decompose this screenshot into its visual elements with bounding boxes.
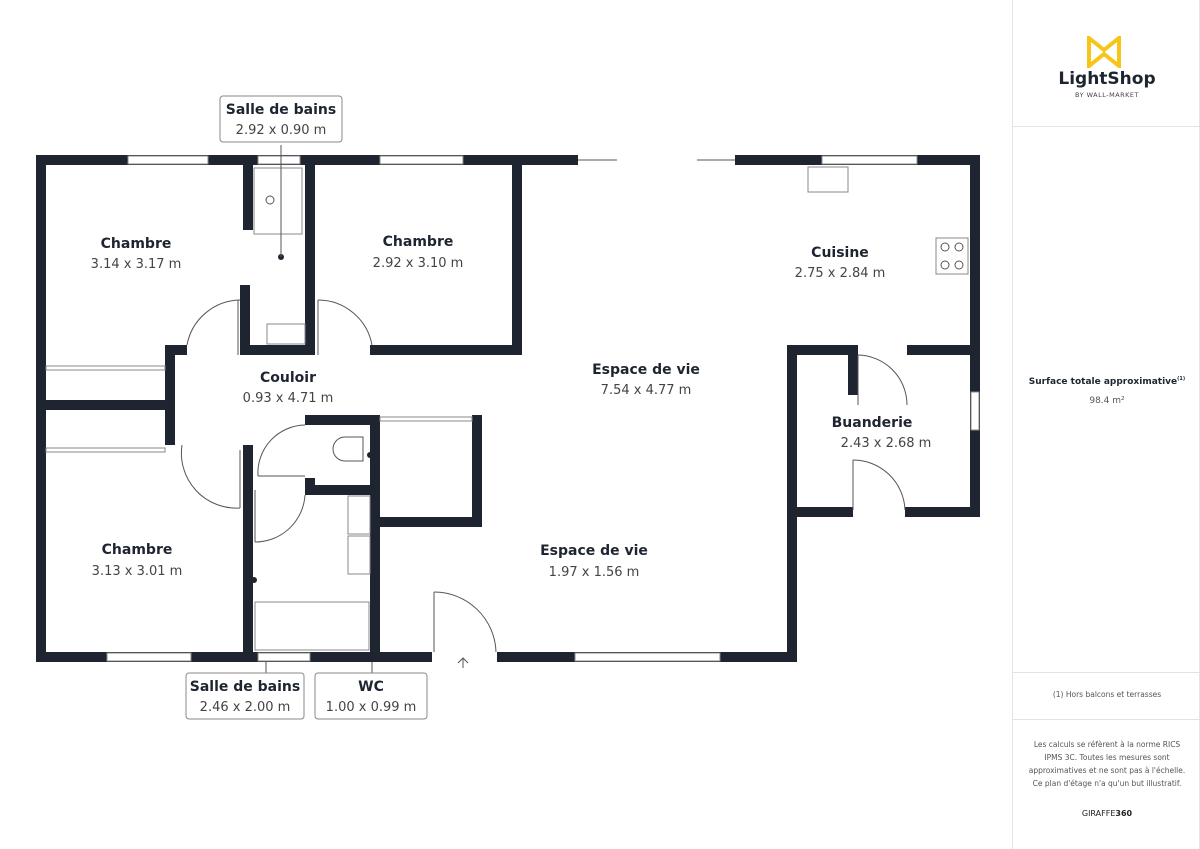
toilet-icon: [332, 436, 364, 462]
room-dims: 2.75 x 2.84 m: [795, 266, 886, 281]
room-dims: 2.43 x 2.68 m: [841, 436, 932, 451]
lightshop-logo-icon: [1087, 36, 1121, 68]
callout-name: WC: [358, 679, 384, 695]
callout-dims: 2.46 x 2.00 m: [200, 700, 291, 715]
floor-plan: Chambre 3.14 x 3.17 m Chambre 2.92 x 3.1…: [36, 95, 980, 720]
room-dims: 2.92 x 3.10 m: [373, 256, 464, 271]
room-dims: 7.54 x 4.77 m: [601, 383, 692, 398]
room-dims: 3.14 x 3.17 m: [91, 257, 182, 272]
fixtures: [251, 145, 969, 675]
cooktop-icon: [935, 237, 969, 275]
callout-dims: 2.92 x 0.90 m: [236, 123, 327, 138]
room-dims: 0.93 x 4.71 m: [243, 391, 334, 406]
room-name: Espace de vie: [592, 362, 700, 378]
room-name: Espace de vie: [540, 543, 648, 559]
logo-name: LightShop: [1058, 69, 1156, 89]
callout-name: Salle de bains: [226, 102, 336, 118]
entrance-arrow-icon: [457, 657, 469, 668]
room-name: Cuisine: [811, 245, 869, 261]
doors: [180, 299, 908, 668]
room-dims: 1.97 x 1.56 m: [549, 565, 640, 580]
provider-brand: GIRAFFE360: [1081, 809, 1133, 818]
room-name: Chambre: [102, 542, 173, 558]
disclaimer: Les calculs se réfèrent à la norme RICS …: [1028, 740, 1186, 788]
logo-subtitle: BY WALL-MARKET: [1074, 91, 1140, 99]
callout-dims: 1.00 x 0.99 m: [326, 700, 417, 715]
room-name: Couloir: [260, 370, 316, 386]
windows: [45, 155, 980, 662]
bathtub-icon: [254, 601, 370, 651]
note-panel: (1) Hors balcons et terrasses: [1013, 672, 1200, 720]
callouts: Salle de bains 2.92 x 0.90 m Salle de ba…: [185, 95, 428, 720]
room-dims: 3.13 x 3.01 m: [92, 564, 183, 579]
surface-value: 98.4 m²: [1089, 396, 1125, 406]
room-name: Buanderie: [832, 415, 913, 431]
cabinet-icon: [347, 495, 371, 535]
surface-title: Surface totale approximative(1): [1028, 376, 1186, 387]
info-sidebar: LightShop BY WALL-MARKET Surface totale …: [1012, 0, 1200, 849]
surface-panel: Surface totale approximative(1) 98.4 m²: [1013, 126, 1200, 673]
shower-icon: [253, 167, 303, 235]
footnote: (1) Hors balcons et terrasses: [1052, 690, 1162, 699]
callout-name: Salle de bains: [190, 679, 300, 695]
room-labels: Chambre 3.14 x 3.17 m Chambre 2.92 x 3.1…: [91, 234, 932, 580]
walls: [36, 155, 980, 662]
sink-icon: [266, 323, 306, 345]
logo-panel: LightShop BY WALL-MARKET: [1013, 0, 1200, 127]
kitchen-sink-icon: [807, 166, 849, 193]
room-name: Chambre: [101, 236, 172, 252]
room-name: Chambre: [383, 234, 454, 250]
